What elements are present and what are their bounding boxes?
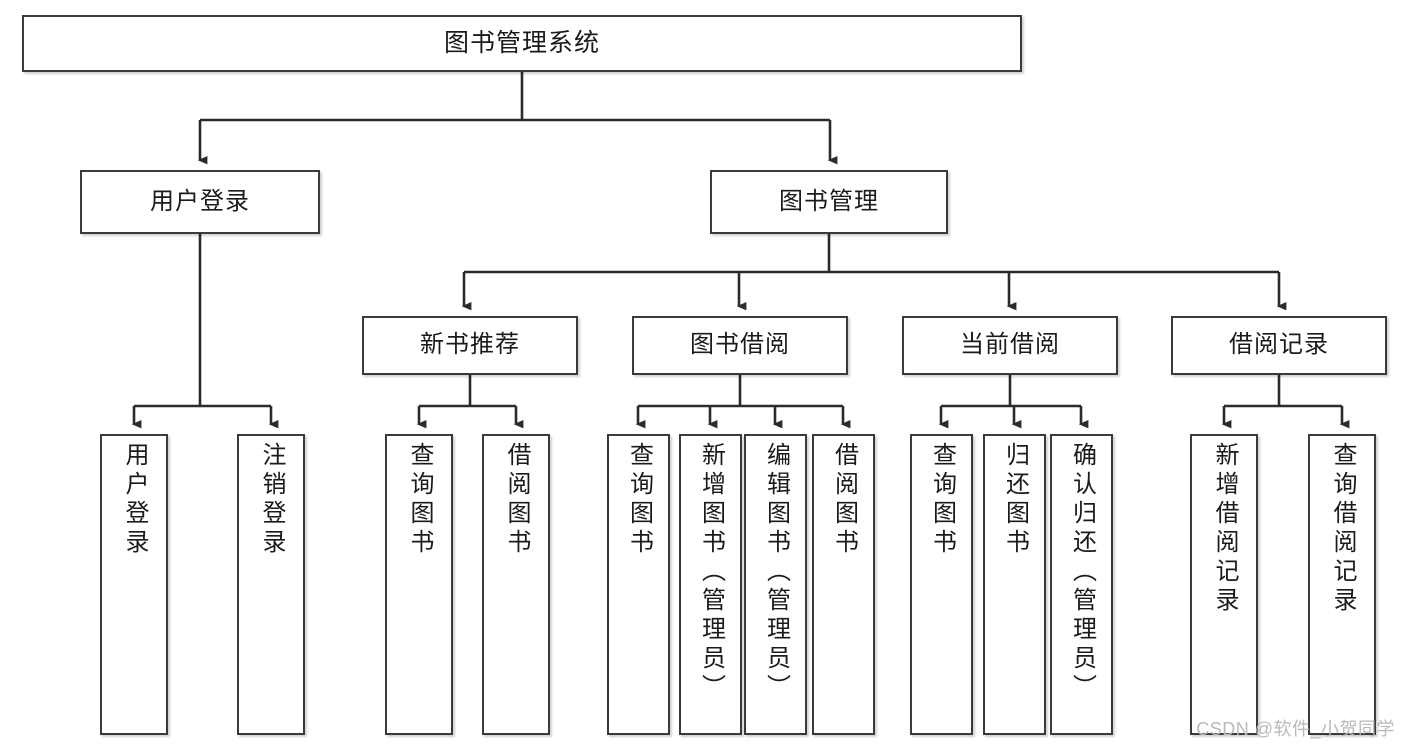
node-leaf-query-book-2[interactable]: 查询图书 (607, 434, 670, 735)
node-user-login[interactable]: 用户登录 (80, 170, 320, 234)
node-book-borrow-label: 图书借阅 (690, 331, 790, 359)
node-leaf-borrow-book-1[interactable]: 借阅图书 (482, 434, 550, 735)
node-leaf-borrow-book-2[interactable]: 借阅图书 (812, 434, 875, 735)
node-leaf-confirm-return-label: 确认归还（管理员） (1068, 442, 1096, 703)
csdn-watermark: CSDN @软件_小贺同学 (1196, 719, 1395, 739)
node-book-management-label: 图书管理 (779, 187, 879, 215)
node-current-borrow-label: 当前借阅 (960, 331, 1060, 359)
node-leaf-query-book-2-label: 查询图书 (625, 442, 653, 558)
node-leaf-add-book[interactable]: 新增图书（管理员） (679, 434, 742, 735)
node-borrow-record-label: 借阅记录 (1229, 331, 1329, 359)
node-leaf-logout[interactable]: 注销登录 (237, 434, 305, 735)
node-leaf-query-record-label: 查询借阅记录 (1329, 442, 1356, 616)
node-root-label: 图书管理系统 (443, 28, 600, 57)
node-leaf-user-login-label: 用户登录 (121, 442, 148, 558)
node-leaf-query-record[interactable]: 查询借阅记录 (1308, 434, 1376, 735)
node-leaf-edit-book[interactable]: 编辑图书（管理员） (744, 434, 807, 735)
node-root[interactable]: 图书管理系统 (22, 15, 1022, 72)
node-user-login-label: 用户登录 (150, 187, 250, 215)
node-book-management[interactable]: 图书管理 (710, 170, 948, 234)
node-leaf-add-book-label: 新增图书（管理员） (697, 442, 725, 703)
node-leaf-return-book[interactable]: 归还图书 (983, 434, 1046, 735)
node-leaf-borrow-book-2-label: 借阅图书 (830, 442, 858, 558)
node-leaf-borrow-book-1-label: 借阅图书 (503, 442, 530, 558)
node-leaf-query-book-3[interactable]: 查询图书 (910, 434, 973, 735)
node-leaf-query-book-1-label: 查询图书 (406, 442, 433, 558)
node-leaf-query-book-1[interactable]: 查询图书 (385, 434, 453, 735)
node-leaf-edit-book-label: 编辑图书（管理员） (762, 442, 790, 703)
node-leaf-add-record-label: 新增借阅记录 (1211, 442, 1238, 616)
node-current-borrow[interactable]: 当前借阅 (902, 316, 1118, 375)
node-leaf-logout-label: 注销登录 (258, 442, 285, 558)
node-new-book-recommend-label: 新书推荐 (420, 331, 520, 359)
node-leaf-return-book-label: 归还图书 (1001, 442, 1029, 558)
node-leaf-user-login[interactable]: 用户登录 (100, 434, 168, 735)
node-leaf-add-record[interactable]: 新增借阅记录 (1190, 434, 1258, 735)
node-borrow-record[interactable]: 借阅记录 (1171, 316, 1387, 375)
node-new-book-recommend[interactable]: 新书推荐 (362, 316, 578, 375)
node-book-borrow[interactable]: 图书借阅 (632, 316, 848, 375)
node-leaf-query-book-3-label: 查询图书 (928, 442, 956, 558)
node-leaf-confirm-return[interactable]: 确认归还（管理员） (1050, 434, 1113, 735)
